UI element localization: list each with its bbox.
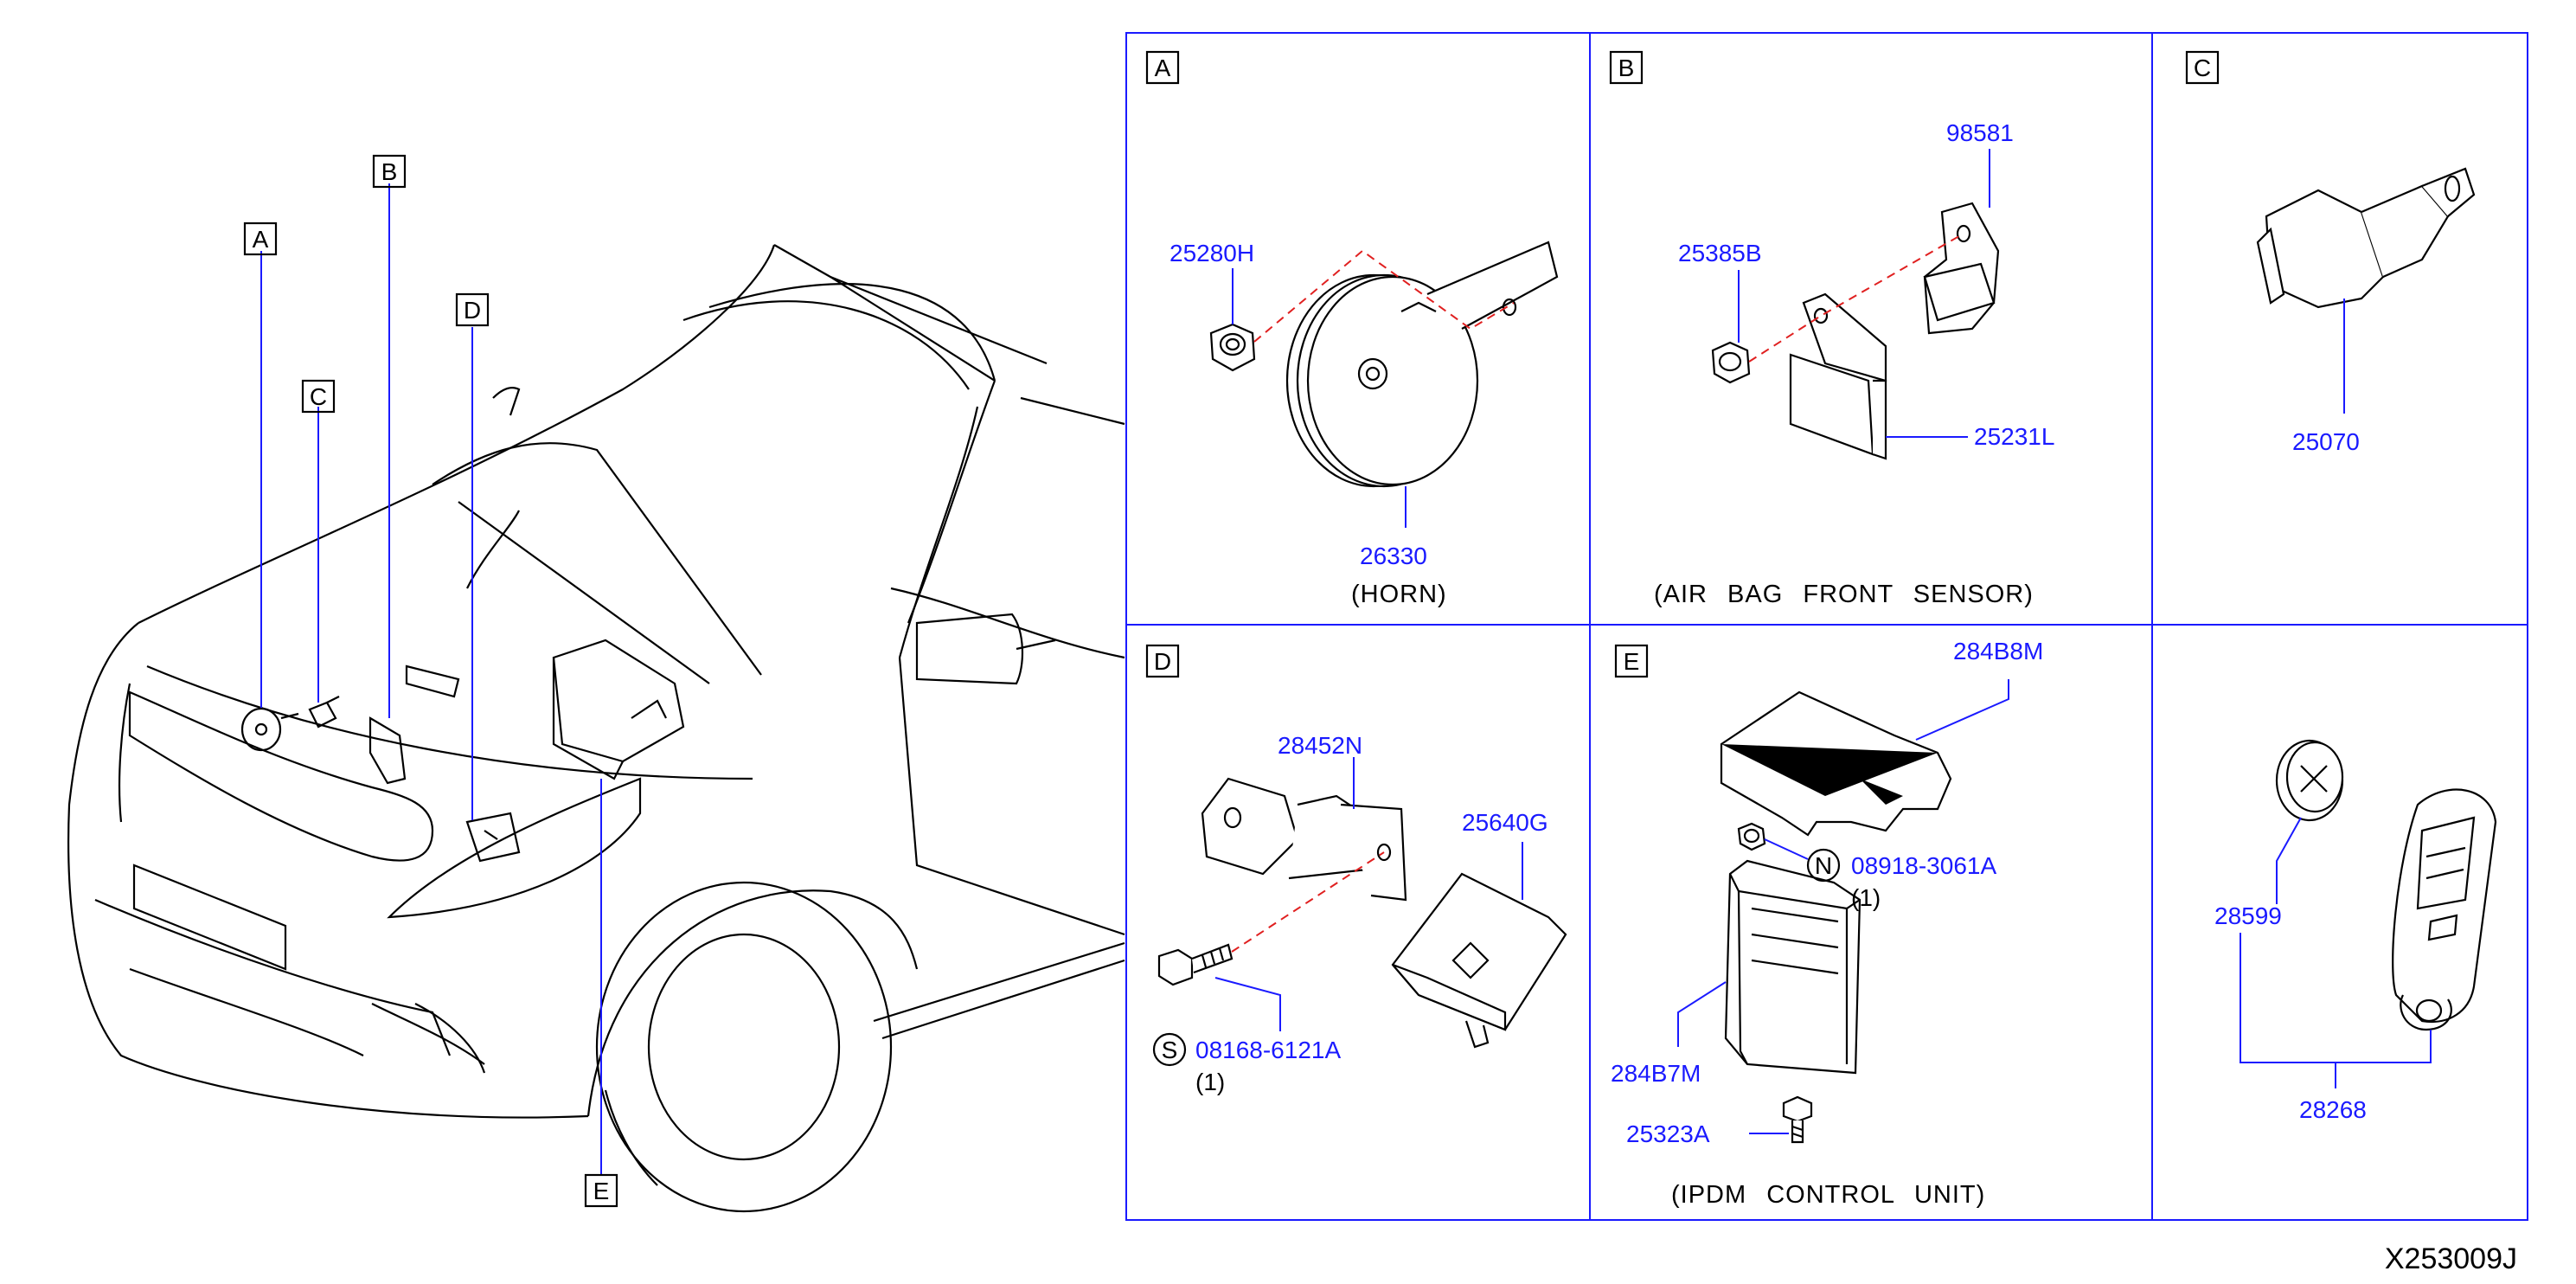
part-284B8M: 284B8M — [1953, 638, 2043, 664]
callout-A: A — [243, 221, 278, 256]
part-284B7M: 284B7M — [1611, 1060, 1701, 1087]
part-28268: 28268 — [2299, 1096, 2367, 1123]
part-25231L: 25231L — [1974, 423, 2054, 450]
diagram-reference-code: X253009J — [2385, 1242, 2517, 1275]
panel-D-label: D — [1154, 648, 1171, 675]
panel-F: 28599 28268 — [2214, 739, 2497, 1123]
quantity-E: (1) — [1851, 884, 1881, 911]
part-25640G: 25640G — [1462, 809, 1548, 836]
part-25323A: 25323A — [1626, 1120, 1710, 1147]
bolt-25323A — [1782, 1095, 1813, 1144]
bolt-08168-6121A — [1157, 943, 1234, 986]
bracket-on-car — [465, 812, 521, 863]
part-25070: 25070 — [2292, 428, 2360, 455]
callout-D-label: D — [464, 297, 481, 324]
callout-A-label: A — [253, 226, 269, 253]
callout-D: D — [455, 292, 490, 327]
nut-25280H — [1209, 323, 1256, 372]
part-25385B: 25385B — [1678, 240, 1762, 266]
fastener-symbol-N: N — [1806, 848, 1841, 883]
part-08918-3061A: 08918-3061A — [1851, 852, 1996, 879]
part-26330: 26330 — [1360, 542, 1427, 569]
ipdm-unit-284B7M — [1724, 859, 1862, 1075]
panel-A: A 25280H 26330 (HORN) — [1145, 50, 1559, 608]
nut-25385B — [1711, 341, 1751, 384]
part-98581: 98581 — [1946, 119, 2014, 146]
callout-E-label: E — [593, 1178, 610, 1204]
part-08168-6121A: 08168-6121A — [1195, 1037, 1341, 1063]
callout-C-label: C — [310, 383, 327, 410]
temp-sensor-on-car — [308, 696, 340, 729]
horn-drawing — [1285, 241, 1559, 488]
horn-on-car — [240, 707, 299, 752]
bracket-install-line — [1231, 851, 1385, 953]
quantity-D: (1) — [1195, 1069, 1225, 1095]
bracket-25231L — [1789, 292, 1887, 460]
callout-B-label: B — [381, 158, 398, 185]
battery-28599 — [2275, 739, 2344, 822]
sensor-25070-drawing — [2256, 167, 2476, 309]
panel-A-label: A — [1155, 55, 1171, 81]
caption-ipdm-control-unit: (IPDM CONTROL UNIT) — [1671, 1181, 1985, 1209]
caption-air-bag-front-sensor: (AIR BAG FRONT SENSOR) — [1654, 581, 2034, 608]
grid-frame — [1125, 32, 2528, 1221]
ipdm-on-car — [552, 639, 685, 780]
svg-text:N: N — [1815, 852, 1832, 879]
overview-leader-lines — [260, 183, 602, 1175]
ipdm-cover-284B8M — [1720, 690, 1952, 837]
panel-B: B 98581 25385B 25231L (AIR BAG FRONT SEN… — [1609, 50, 2054, 608]
caption-horn: (HORN) — [1351, 581, 1447, 608]
horn-install-line — [1253, 249, 1515, 343]
vehicle-overview: A B C D E — [67, 154, 1125, 1213]
part-28452N: 28452N — [1278, 732, 1362, 759]
svg-text:S: S — [1162, 1037, 1178, 1063]
panel-D: D S 28452N 25640G 08168-6121 — [1145, 644, 1567, 1095]
panel-E-label: E — [1624, 648, 1640, 675]
callout-C: C — [301, 379, 336, 414]
panel-C-label: C — [2194, 55, 2211, 81]
panel-E: E N 2 — [1611, 638, 2043, 1209]
car-body-outline — [67, 244, 1125, 1213]
airbag-sensor-on-car — [368, 664, 460, 785]
nut-08918-3061A — [1737, 822, 1766, 851]
airbag-install-line — [1748, 233, 1964, 363]
part-25280H: 25280H — [1169, 240, 1254, 266]
callout-E: E — [584, 1173, 618, 1208]
panel-B-label: B — [1618, 55, 1635, 81]
callout-B: B — [372, 154, 407, 189]
parts-grid — [1125, 32, 2528, 1221]
bracket-28452N — [1201, 777, 1407, 902]
airbag-sensor-drawing — [1923, 202, 2000, 335]
panel-C: C 25070 — [2185, 50, 2476, 455]
key-fob-28268 — [2392, 788, 2497, 1031]
part-28599: 28599 — [2214, 902, 2282, 929]
fastener-symbol-S: S — [1152, 1032, 1187, 1067]
relay-25640G — [1391, 872, 1567, 1049]
